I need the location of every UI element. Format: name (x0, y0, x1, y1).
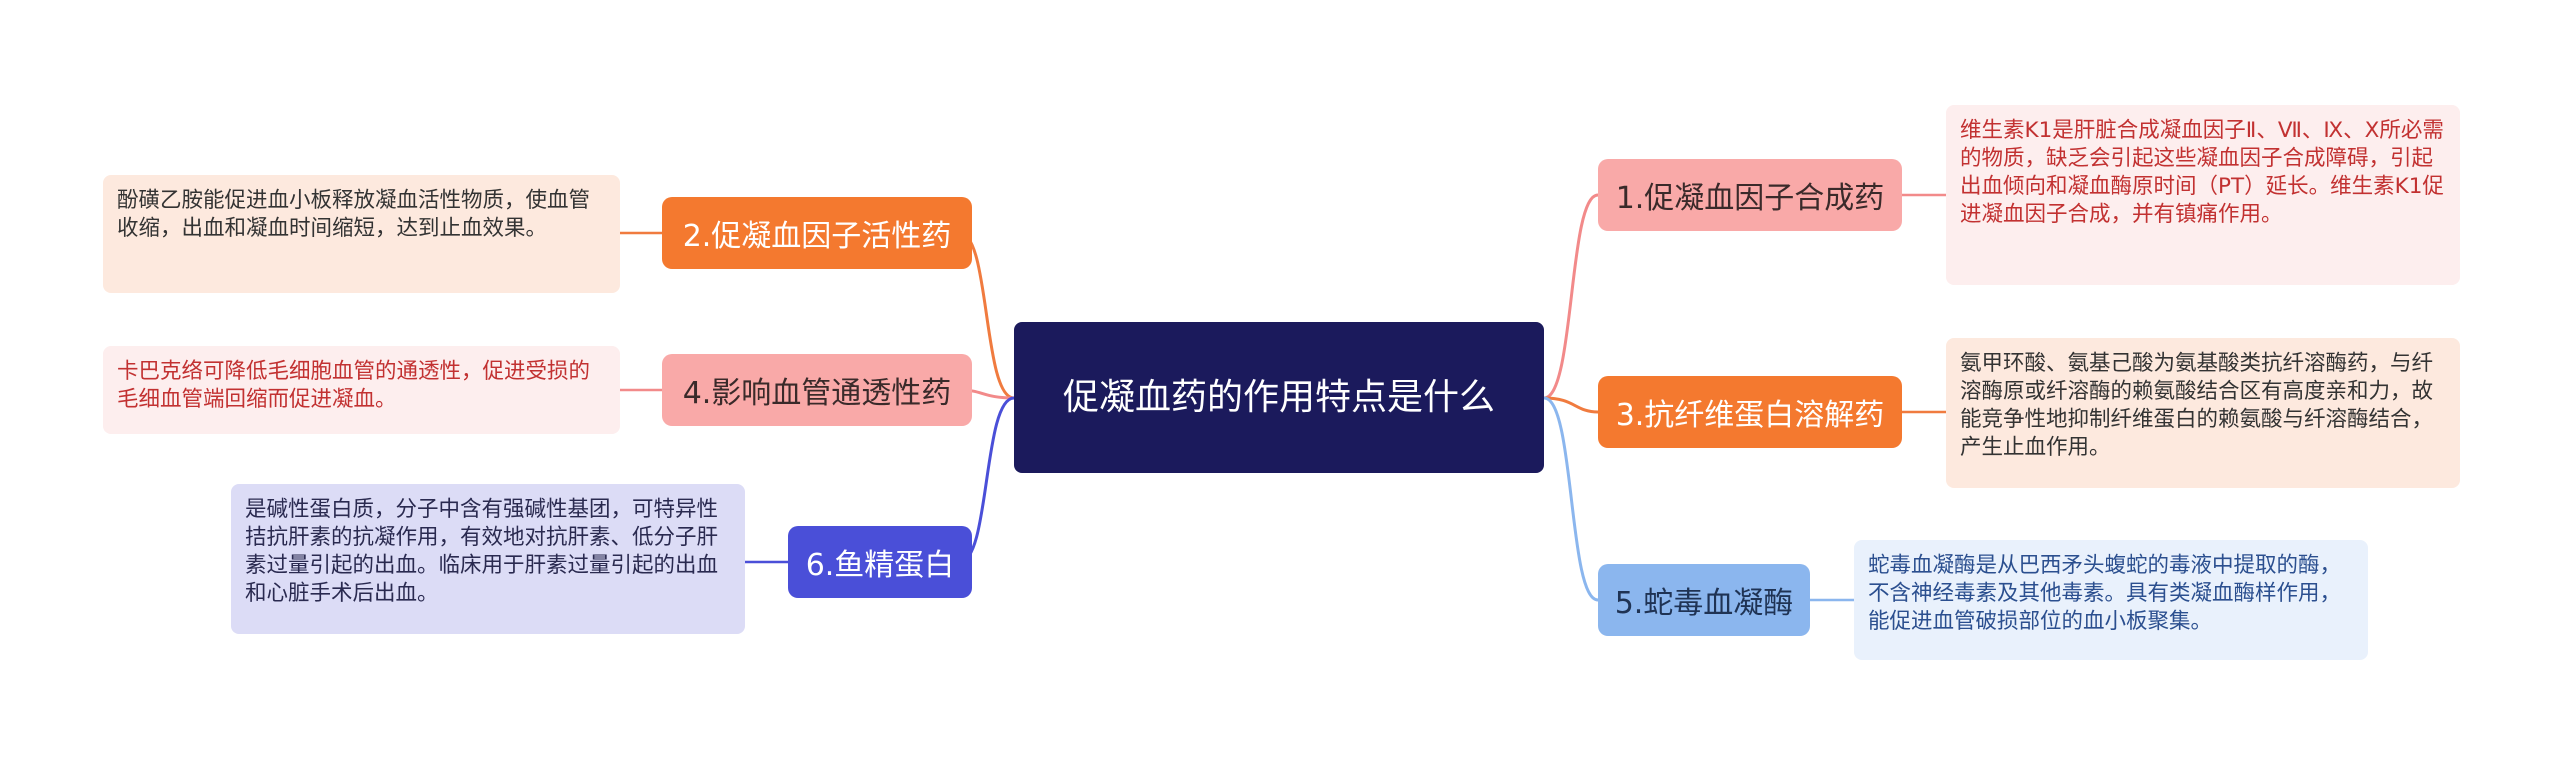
root-title: 促凝血药的作用特点是什么 (1062, 376, 1495, 418)
root-topic[interactable]: 促凝血药的作用特点是什么 (1014, 322, 1544, 473)
branch-3-description: 氨甲环酸、氨基己酸为氨基酸类抗纤溶酶药，与纤溶酶原或纤溶酶的赖氨酸结合区有高度亲… (1946, 338, 2460, 488)
branch-label: 3.抗纤维蛋白溶解药 (1615, 398, 1885, 433)
branch-antifibrinolytic[interactable]: 3.抗纤维蛋白溶解药 (1598, 376, 1902, 448)
branch-2-description: 酚磺乙胺能促进血小板释放凝血活性物质，使血管收缩，出血和凝血时间缩短，达到止血效… (103, 175, 620, 293)
branch-coagulation-factor-activity[interactable]: 2.促凝血因子活性药 (662, 197, 972, 269)
branch-label: 1.促凝血因子合成药 (1615, 181, 1885, 216)
branch-5-description: 蛇毒血凝酶是从巴西矛头蝮蛇的毒液中提取的酶，不含神经毒素及其他毒素。具有类凝血酶… (1854, 540, 2368, 660)
branch-protamine[interactable]: 6.鱼精蛋白 (788, 526, 972, 598)
branch-1-description: 维生素K1是肝脏合成凝血因子Ⅱ、Ⅶ、Ⅸ、Ⅹ所必需的物质，缺乏会引起这些凝血因子合… (1946, 105, 2460, 285)
branch-coagulation-factor-synthesis[interactable]: 1.促凝血因子合成药 (1598, 159, 1902, 231)
branch-vascular-permeability[interactable]: 4.影响血管通透性药 (662, 354, 972, 426)
branch-6-description: 是碱性蛋白质，分子中含有强碱性基团，可特异性拮抗肝素的抗凝作用，有效地对抗肝素、… (231, 484, 745, 634)
branch-label: 5.蛇毒血凝酶 (1614, 586, 1794, 621)
branch-label: 2.促凝血因子活性药 (682, 219, 952, 254)
branch-4-description: 卡巴克络可降低毛细胞血管的通透性，促进受损的毛细血管端回缩而促进凝血。 (103, 346, 620, 434)
branch-label: 6.鱼精蛋白 (805, 548, 955, 583)
branch-hemocoagulase[interactable]: 5.蛇毒血凝酶 (1598, 564, 1810, 636)
branch-label: 4.影响血管通透性药 (682, 376, 952, 411)
